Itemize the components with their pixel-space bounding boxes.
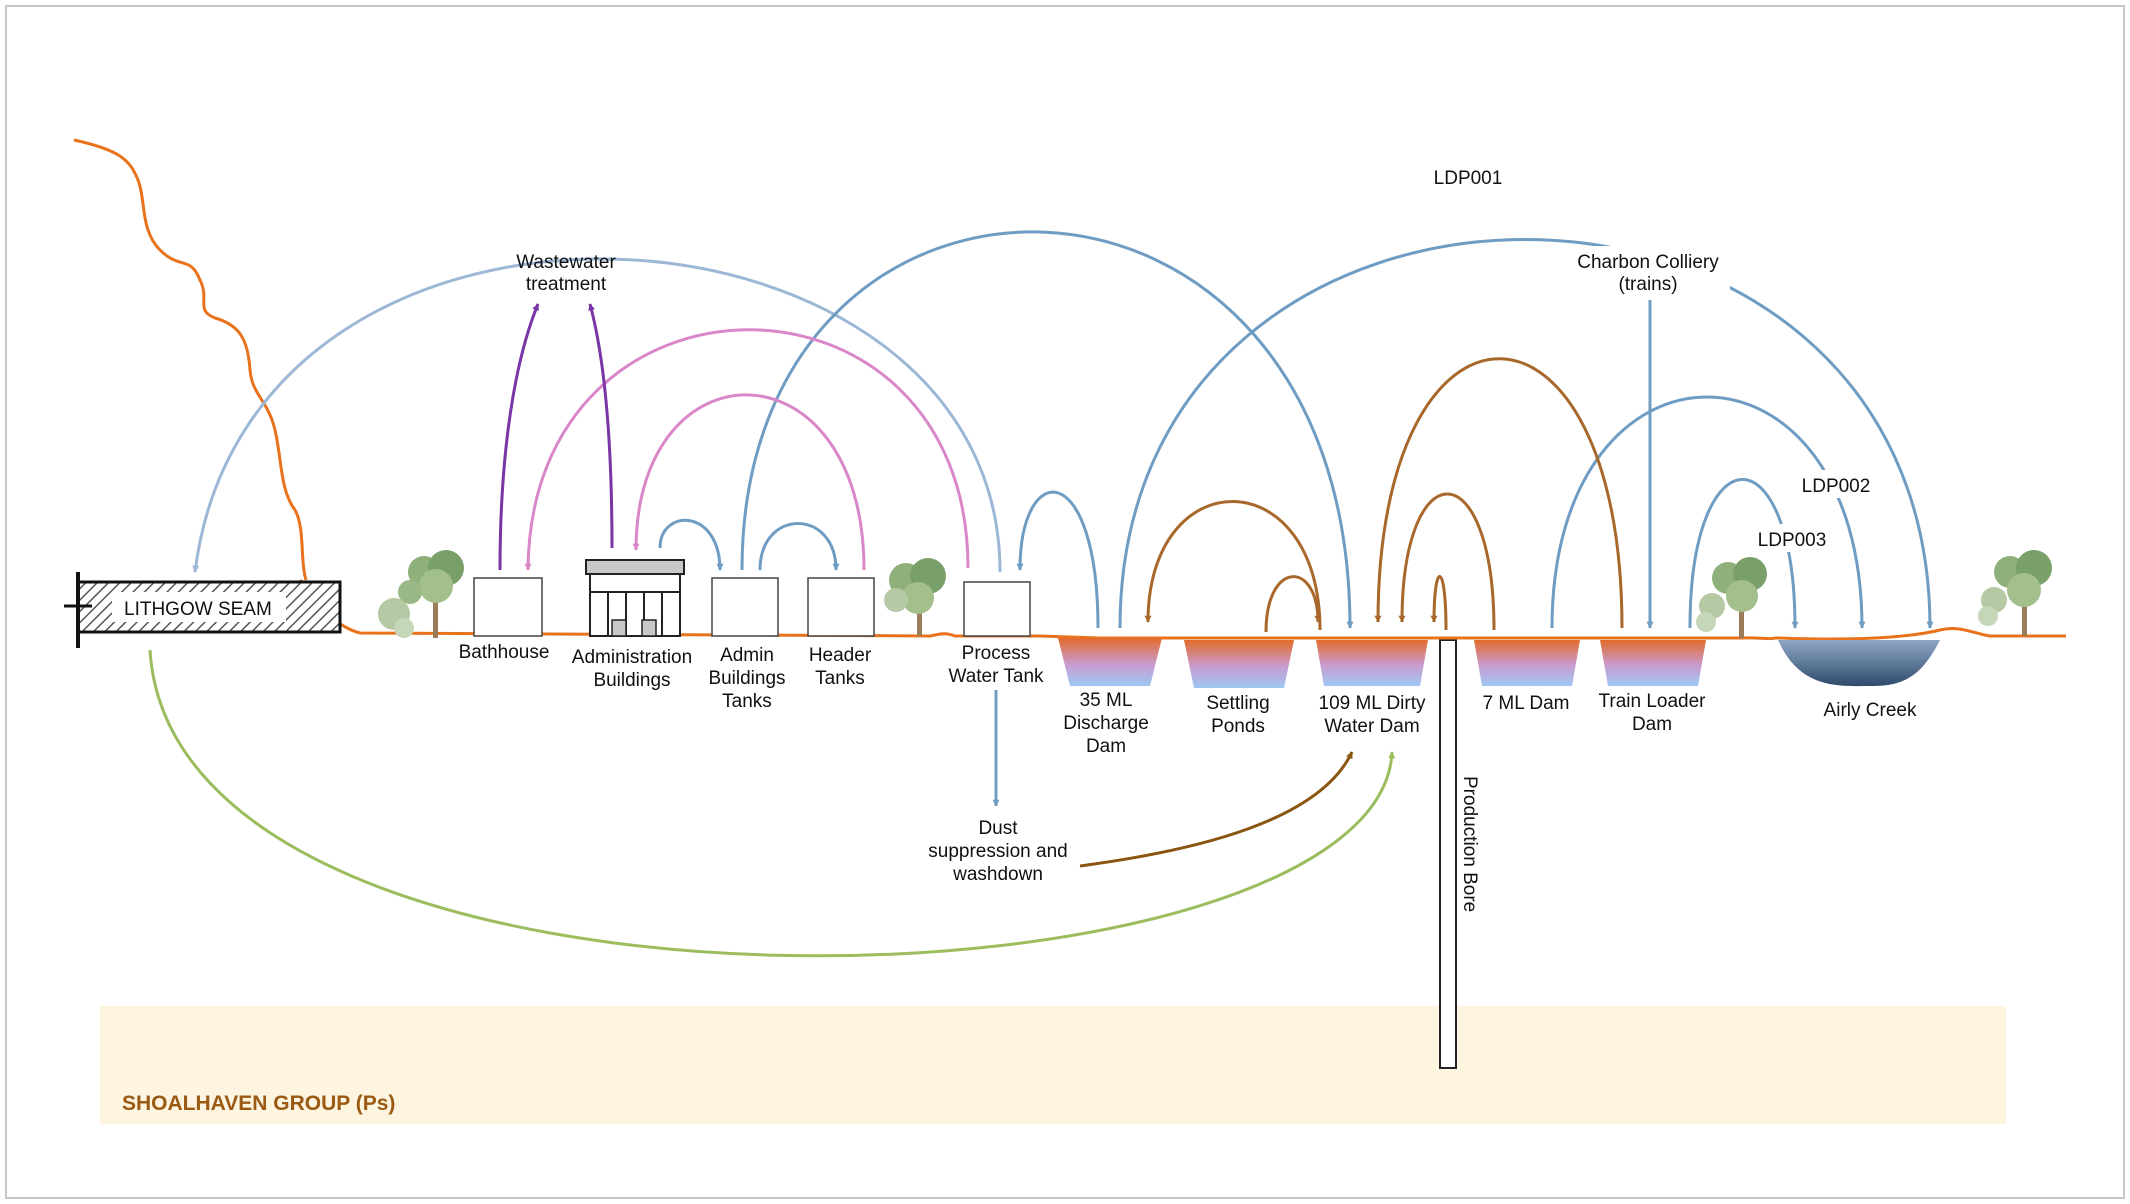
train-loader-dam <box>1600 640 1706 686</box>
ground-surface <box>298 579 2066 641</box>
figure-frame <box>5 5 2125 1199</box>
flow-arrow <box>498 303 540 571</box>
administration-buildings-label: Administration <box>572 647 692 668</box>
flow-arrow <box>740 230 1354 629</box>
flow-arrow <box>1550 395 1866 629</box>
airly-creek <box>1778 640 1940 687</box>
admin-buildings-tanks-label: Admin <box>720 645 774 666</box>
lithgow-seam-label: LITHGOW SEAM <box>124 599 272 620</box>
production-bore-label: Production Bore <box>1459 776 1480 912</box>
admin-buildings-tanks-label: Tanks <box>722 691 772 712</box>
settling-ponds <box>1184 640 1294 688</box>
flow-arrow <box>1264 575 1322 633</box>
35ml-discharge-dam <box>1058 638 1162 686</box>
process-water-tank <box>963 581 1031 637</box>
admin-buildings-tanks <box>711 577 779 637</box>
tree-icon <box>884 558 946 636</box>
flow-arrow <box>524 328 970 571</box>
discharge-dam-label: Dam <box>1086 736 1126 757</box>
flow-arrow <box>192 257 1002 573</box>
discharge-dam-label: 35 ML <box>1080 690 1133 711</box>
ldp003-label: LDP003 <box>1758 530 1827 551</box>
flow-arrow <box>1430 575 1448 631</box>
process-water-tank-label: Process <box>962 643 1031 664</box>
header-tanks-label: Header <box>809 645 872 666</box>
tree-icon <box>1696 557 1767 638</box>
process-water-tank-label: Water Tank <box>948 666 1044 687</box>
administration-building-icon <box>585 559 685 637</box>
header-tanks-label: Tanks <box>815 668 865 689</box>
charbon-colliery-label: Charbon Colliery <box>1577 252 1719 273</box>
109ml-dirty-water-dam <box>1316 640 1428 686</box>
shoalhaven-group-layer <box>100 1006 2006 1124</box>
administration-buildings-label: Buildings <box>593 670 670 691</box>
dust-suppression-label: Dust <box>978 818 1018 839</box>
tree-icon <box>1978 550 2052 636</box>
airly-creek-label: Airly Creek <box>1824 700 1917 721</box>
flow-arrow <box>1688 478 1799 629</box>
flow-arrow <box>1079 751 1354 868</box>
7ml-dam-label: 7 ML Dam <box>1483 693 1570 714</box>
production-bore <box>1439 639 1457 1069</box>
flow-arrow <box>1016 490 1100 629</box>
bathhouse-building <box>473 577 543 637</box>
dirty-water-dam-label: 109 ML Dirty <box>1319 693 1426 714</box>
dirty-water-dam-label: Water Dam <box>1324 716 1419 737</box>
flow-arrow <box>632 393 866 571</box>
wastewater-treatment-label: treatment <box>526 274 607 295</box>
lithgow-seam: LITHGOW SEAM <box>64 572 342 648</box>
bathhouse-label: Bathhouse <box>459 642 550 663</box>
escarpment-line <box>73 138 308 581</box>
discharge-dam-label: Discharge <box>1063 713 1149 734</box>
tree-icon <box>378 550 464 638</box>
settling-ponds-label: Settling <box>1206 693 1269 714</box>
settling-ponds-label: Ponds <box>1211 716 1265 737</box>
charbon-colliery-label: (trains) <box>1618 274 1677 295</box>
wastewater-treatment-label: Wastewater <box>516 252 616 273</box>
flow-arrow <box>1398 492 1496 631</box>
7ml-dam <box>1474 640 1580 686</box>
ldp002-label: LDP002 <box>1802 476 1871 497</box>
dust-suppression-label: suppression and <box>928 841 1067 862</box>
admin-buildings-tanks-label: Buildings <box>708 668 785 689</box>
flow-arrow <box>1374 357 1624 629</box>
header-tanks <box>807 577 875 637</box>
flow-arrow <box>588 303 614 549</box>
flow-arrow <box>148 649 1396 958</box>
dust-suppression-label: washdown <box>952 864 1043 885</box>
train-loader-dam-label: Dam <box>1632 714 1672 735</box>
flow-arrow <box>1144 500 1322 631</box>
shoalhaven-group-label: SHOALHAVEN GROUP (Ps) <box>122 1092 395 1115</box>
flow-arrow <box>758 522 840 571</box>
flow-arrow <box>1118 238 1934 629</box>
flow-arrow <box>658 518 724 571</box>
train-loader-dam-label: Train Loader <box>1598 691 1706 712</box>
ldp001-label: LDP001 <box>1434 168 1503 189</box>
